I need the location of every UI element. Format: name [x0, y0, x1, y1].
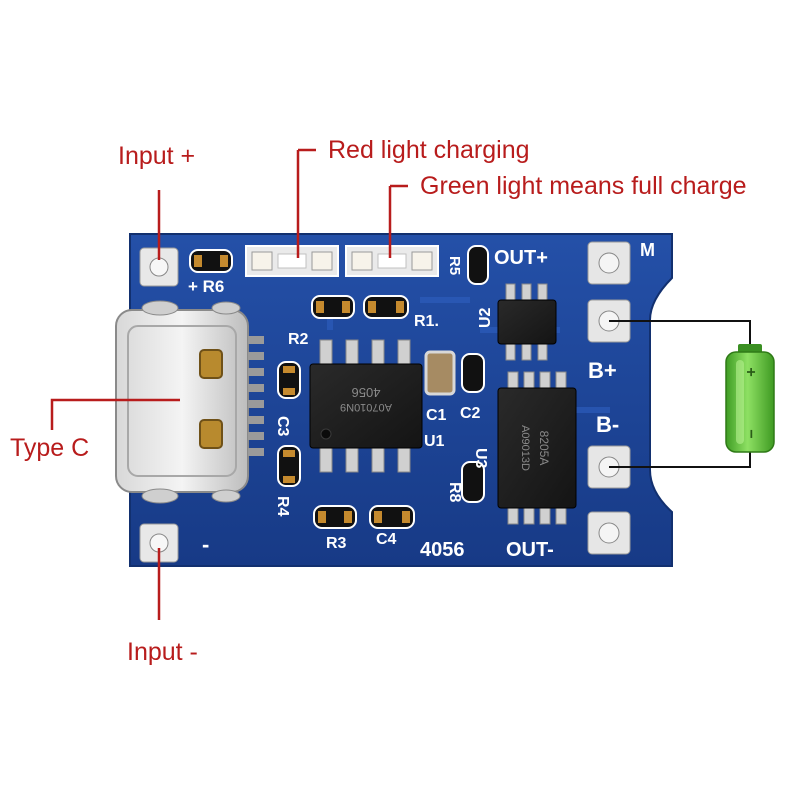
silk-c4: C4 — [376, 531, 397, 548]
chip-u3-marking-1: 8205A — [537, 431, 551, 466]
silk-r8: R8 — [446, 482, 463, 503]
callout-type-c: Type C — [10, 434, 90, 462]
silk-c1: C1 — [426, 407, 447, 424]
silk-b-minus: B- — [596, 412, 619, 437]
silk-u2: U2 — [477, 307, 494, 328]
callout-lines — [50, 148, 408, 620]
silk-r4: R4 — [274, 496, 291, 517]
out-minus-pad — [587, 511, 631, 555]
capacitor-c1 — [424, 350, 456, 396]
silk-c3: C3 — [274, 416, 291, 437]
silk-board-id: 4056 — [420, 539, 465, 561]
silk-r2: R2 — [288, 331, 309, 348]
callout-input-plus: Input + — [118, 142, 196, 170]
input-minus-pad — [139, 523, 179, 563]
silk-u1: U1 — [424, 433, 445, 450]
chip-u3 — [497, 371, 577, 525]
battery-minus-label: − — [742, 429, 759, 438]
silk-c2: C2 — [460, 405, 481, 422]
battery-wires — [609, 320, 751, 468]
chip-u1-marking-2: A07010N9 — [340, 401, 392, 413]
battery-plus-label: + — [742, 367, 759, 376]
callout-green-light: Green light means full charge — [420, 172, 747, 200]
chip-u3-marking-2: A09013D — [519, 425, 531, 471]
silk-r1: R1. — [414, 313, 439, 330]
silk-r3: R3 — [326, 535, 347, 552]
chip-u2 — [497, 283, 557, 361]
silk-minus: - — [202, 532, 209, 557]
chip-u1-marking-1: 4056 — [352, 385, 381, 400]
silk-b-plus: B+ — [588, 358, 617, 383]
silk-u3: U3 — [472, 448, 489, 469]
out-plus-pad — [587, 241, 631, 285]
usb-c-connector — [115, 300, 264, 504]
red-led — [245, 245, 339, 277]
silk-out-minus: OUT- — [506, 539, 554, 561]
silk-r5: R5 — [446, 256, 463, 275]
green-led — [345, 245, 439, 277]
silk-plus-r6: + R6 — [188, 277, 224, 296]
callout-input-minus: Input - — [127, 638, 198, 666]
chip-u1 — [309, 339, 423, 473]
callout-red-light: Red light charging — [328, 136, 530, 164]
silk-out-plus: OUT+ — [494, 247, 548, 269]
battery-icon: + − — [725, 344, 775, 453]
silk-m: M — [640, 240, 655, 260]
